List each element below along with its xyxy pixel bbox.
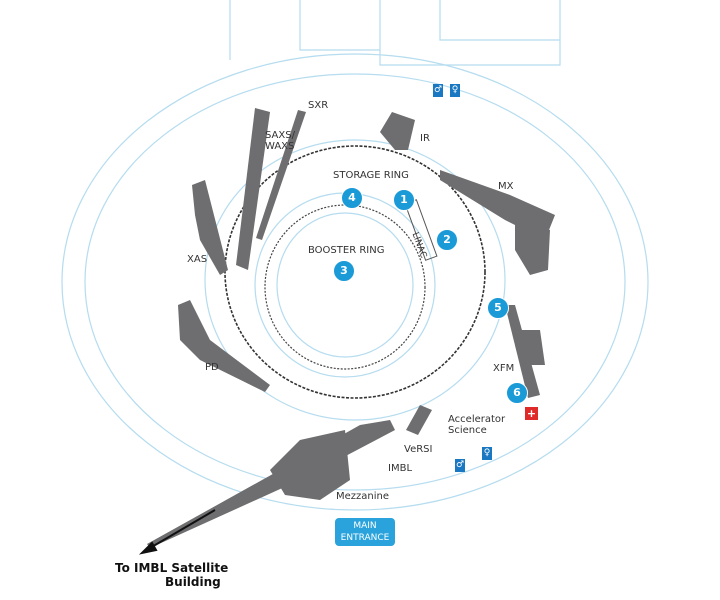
entrance-line1: MAIN [353, 521, 377, 531]
marker-4[interactable]: 4 [341, 187, 363, 209]
marker-3[interactable]: 3 [333, 260, 355, 282]
label-saxs-waxs: SAXS/WAXS [265, 130, 295, 152]
label-ir: IR [420, 133, 430, 144]
restroom-icon: ♂ [433, 84, 443, 97]
satellite-arrow [138, 509, 216, 555]
beamline-imbl-hutch [270, 430, 350, 500]
beamline-ir [380, 112, 415, 150]
beamline-mx [440, 170, 555, 240]
label-accelerator: Accelerator [448, 414, 506, 425]
label-sxr: SXR [308, 100, 329, 111]
beamline-xfm [505, 305, 540, 398]
beamline-versi [406, 405, 432, 435]
satellite-line1: To IMBL Satellite [115, 561, 229, 575]
marker-5[interactable]: 5 [487, 297, 509, 319]
label-xfm: XFM [493, 363, 515, 374]
marker-6[interactable]: 6 [506, 382, 528, 404]
beamline-saxs-waxs [236, 108, 270, 270]
building-outline [61, 0, 649, 511]
restroom-icon: ♂ [455, 459, 465, 472]
restroom-icon: ♀ [450, 84, 460, 97]
label-booster-ring: BOOSTER RING [308, 245, 385, 256]
entrance-line2: ENTRANCE [340, 533, 390, 543]
beamline-pd [178, 300, 270, 392]
label-mezzanine: Mezzanine [336, 491, 390, 502]
storage-ring [224, 145, 486, 399]
restroom-icon: ♀ [482, 447, 492, 460]
beamline-xas [192, 180, 228, 275]
label-mx: MX [498, 181, 514, 192]
beamline-sxr [256, 110, 306, 240]
main-entrance[interactable]: MAIN ENTRANCE [335, 518, 395, 546]
marker-1[interactable]: 1 [393, 189, 415, 211]
beamlines [147, 108, 555, 548]
label-imbl: IMBL [388, 463, 413, 474]
label-versi: VeRSI [404, 444, 433, 455]
label-waxs-line2: WAXS [265, 141, 295, 152]
beamline-xfm-hutch [520, 330, 545, 365]
label-pd: PD [205, 362, 219, 373]
marker-2[interactable]: 2 [436, 229, 458, 251]
label-storage-ring: STORAGE RING [333, 170, 409, 181]
label-xas: XAS [187, 254, 208, 265]
beamline-mx-hutch [515, 225, 550, 275]
booster-ring [264, 204, 426, 370]
satellite-line2: Building [165, 575, 221, 589]
label-science: Science [448, 425, 487, 436]
first-aid-icon: + [525, 407, 538, 420]
label-saxs-line1: SAXS/ [265, 130, 295, 141]
